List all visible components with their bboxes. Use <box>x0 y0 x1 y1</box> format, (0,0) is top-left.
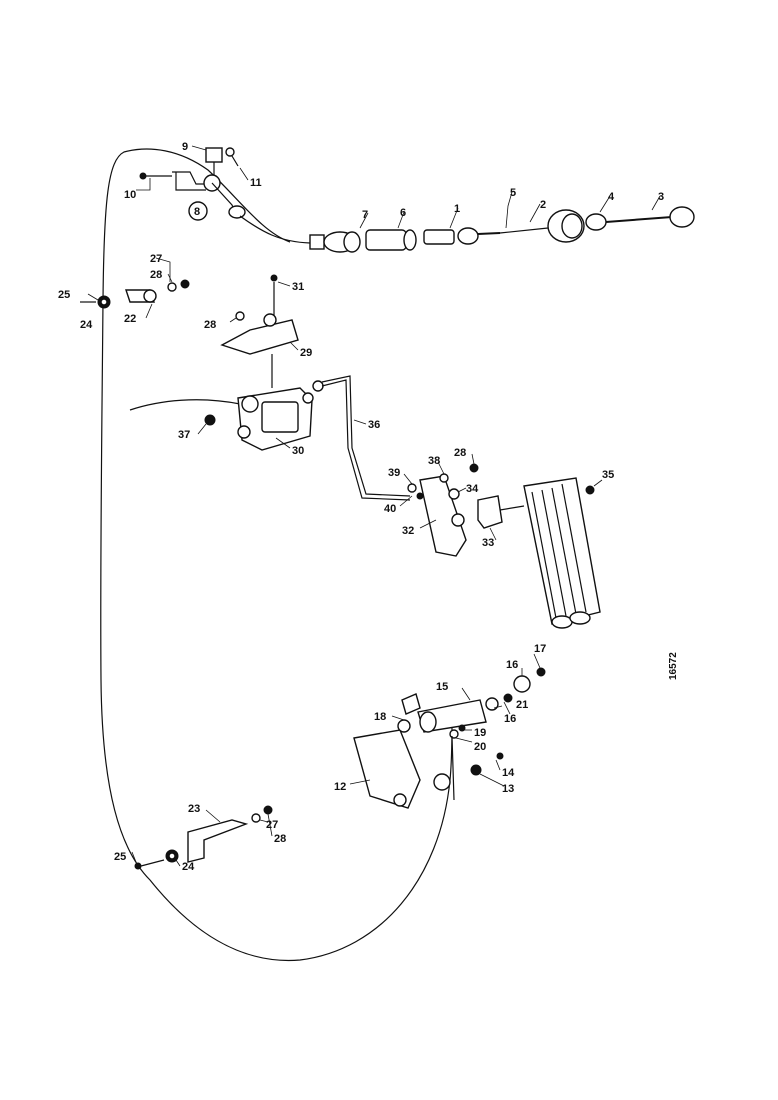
label-7: 7 <box>362 209 368 221</box>
label-16-right: 16 <box>506 659 518 671</box>
accelerator-pedal <box>523 477 601 629</box>
reference-number: 16572 <box>668 652 679 680</box>
bracket-29-assembly <box>220 274 299 388</box>
label-2: 2 <box>540 199 546 211</box>
label-24-upper: 24 <box>80 319 93 331</box>
label-22: 22 <box>124 313 136 325</box>
part-labels: 9 11 10 8 7 6 1 5 2 4 3 27 28 25 24 22 3… <box>58 141 664 873</box>
lower-bracket-assembly <box>353 667 546 809</box>
leader-lines <box>87 145 661 867</box>
label-28-bracket: 28 <box>204 319 216 331</box>
label-14: 14 <box>502 767 515 779</box>
label-15: 15 <box>436 681 448 693</box>
lower-clip-assembly <box>134 805 273 870</box>
label-13: 13 <box>502 783 514 795</box>
label-21: 21 <box>516 699 528 711</box>
label-29: 29 <box>300 347 312 359</box>
label-35: 35 <box>602 469 614 481</box>
throttle-unit-assembly <box>129 375 411 501</box>
label-28-linkage: 28 <box>454 447 466 459</box>
label-32: 32 <box>402 525 414 537</box>
upper-clip-assembly <box>80 279 190 309</box>
label-30: 30 <box>292 445 304 457</box>
label-17: 17 <box>534 643 546 655</box>
label-25-lower: 25 <box>114 851 126 863</box>
label-1: 1 <box>454 203 460 215</box>
label-27-upper: 27 <box>150 253 162 265</box>
top-bracket-assembly <box>139 147 246 221</box>
label-12: 12 <box>334 781 346 793</box>
label-19: 19 <box>474 727 486 739</box>
upper-cable-assembly <box>239 206 695 253</box>
label-6: 6 <box>400 207 406 219</box>
label-23: 23 <box>188 803 200 815</box>
label-11: 11 <box>250 177 262 189</box>
label-8: 8 <box>194 206 200 218</box>
label-27-lower: 27 <box>266 819 278 831</box>
label-10: 10 <box>124 189 136 201</box>
label-34: 34 <box>466 483 479 495</box>
label-16-mid: 16 <box>504 713 516 725</box>
label-18-left: 18 <box>374 711 386 723</box>
label-9: 9 <box>182 141 188 153</box>
label-28-lower: 28 <box>274 833 286 845</box>
label-33: 33 <box>482 537 494 549</box>
main-cable <box>100 148 453 962</box>
label-20: 20 <box>474 741 486 753</box>
label-25-upper: 25 <box>58 289 70 301</box>
label-36: 36 <box>368 419 380 431</box>
label-24-lower: 24 <box>182 861 195 873</box>
pedal-linkage-assembly <box>407 463 525 557</box>
label-28-upper: 28 <box>150 269 162 281</box>
label-5: 5 <box>510 187 516 199</box>
label-31: 31 <box>292 281 304 293</box>
label-37: 37 <box>178 429 190 441</box>
label-38: 38 <box>428 455 440 467</box>
label-39: 39 <box>388 467 400 479</box>
label-4: 4 <box>608 191 615 203</box>
label-3: 3 <box>658 191 664 203</box>
label-40: 40 <box>384 503 396 515</box>
